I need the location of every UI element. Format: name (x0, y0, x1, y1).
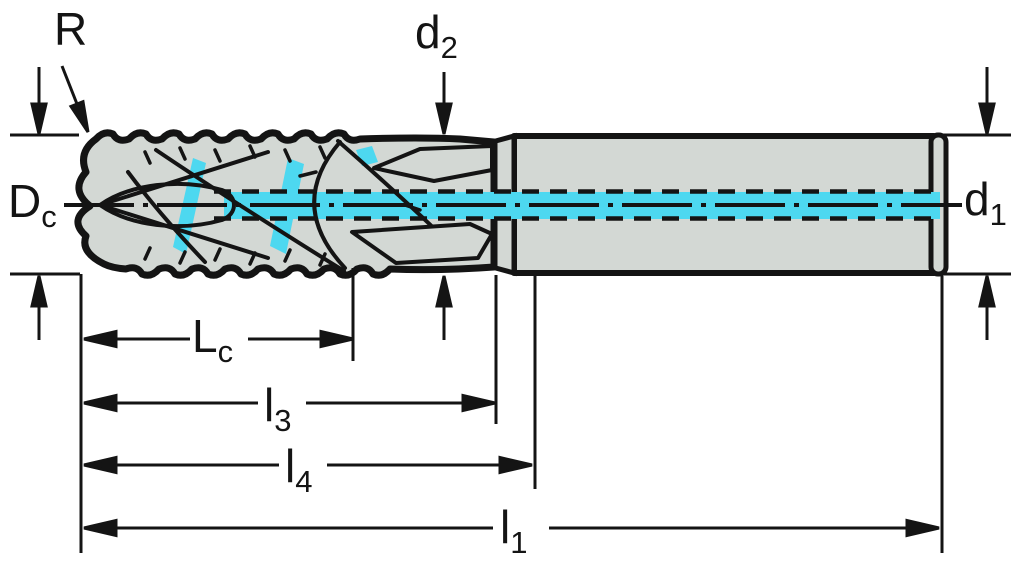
label-overall-length-l1: l1 (500, 501, 528, 560)
dim-l1-line (83, 518, 940, 538)
dim-l4-line (83, 455, 533, 475)
dim-d2-arrows (435, 72, 453, 340)
radius-leader-arrow (60, 65, 90, 133)
label-neck-diameter-d2: d2 (415, 6, 458, 65)
end-edge-upper (98, 150, 270, 207)
dimension-graphics (10, 65, 1011, 553)
end-edge-lower (98, 203, 270, 260)
label-length-l4: l4 (285, 440, 313, 499)
core-diameter-dashed-lines (214, 189, 938, 221)
label-corner-radius: R (54, 3, 88, 55)
dim-l3-line (83, 393, 496, 413)
dim-Dc-arrows (30, 67, 48, 340)
flute-facet-upper (372, 144, 494, 183)
dim-d1-arrows (978, 67, 996, 340)
flute-lines (98, 139, 494, 273)
end-tooth-leaf (98, 181, 236, 229)
label-cutting-length-Lc: Lc (192, 310, 234, 369)
flute-curve-1 (126, 170, 207, 264)
dim-Lc-line (83, 329, 354, 349)
label-length-l3: l3 (264, 379, 292, 438)
serration-ticks (143, 144, 422, 267)
label-shank-diameter-d1: d1 (964, 173, 1007, 232)
flute-facet-lower (350, 222, 494, 265)
label-cutting-diameter-Dc: Dc (8, 175, 57, 234)
